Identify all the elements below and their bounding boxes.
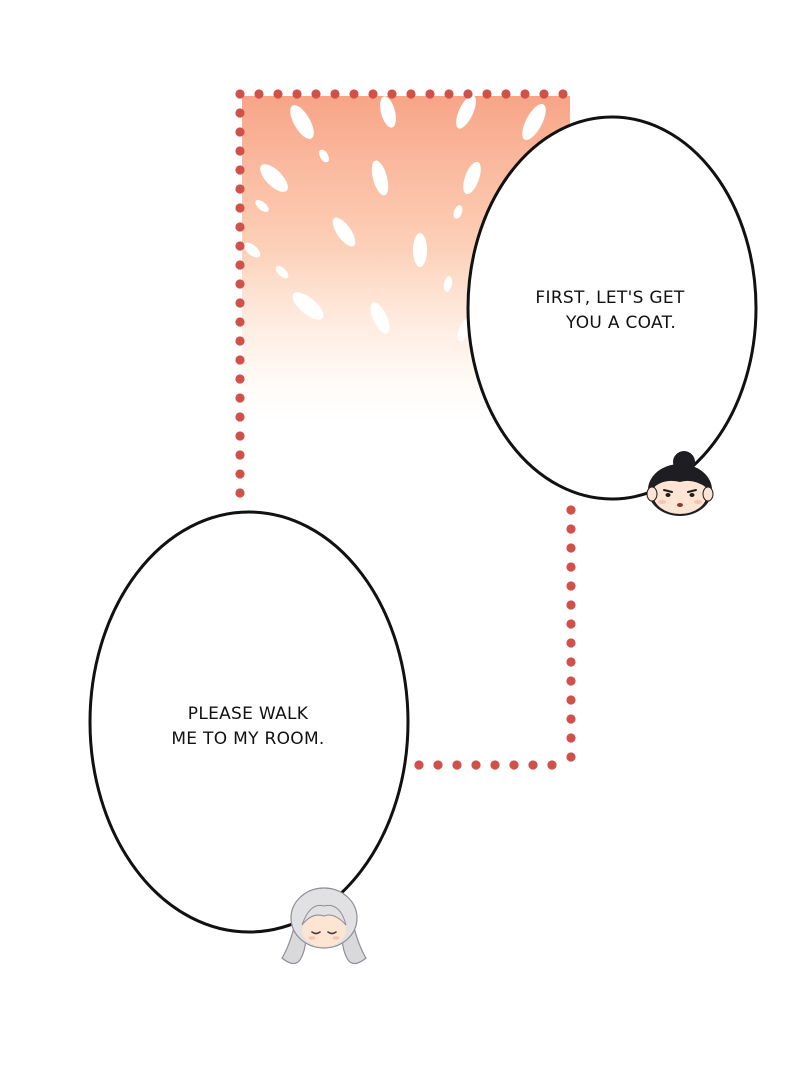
border-dot [330, 89, 340, 99]
border-dot [566, 562, 576, 572]
sparkle-streaks [243, 95, 546, 342]
speech-bubble-bottom-text: PLEASE WALK ME TO MY ROOM. [148, 702, 348, 752]
border-dot [520, 89, 530, 99]
border-dot [235, 108, 245, 118]
border-dot [235, 279, 245, 289]
dark-haired-character-face-icon [646, 451, 714, 516]
border-dot [235, 355, 245, 365]
border-dot [566, 638, 576, 648]
border-dot [452, 760, 462, 770]
speech-bubble-bottom [88, 510, 410, 934]
border-dot [566, 543, 576, 553]
border-dot [547, 760, 557, 770]
border-dot [425, 89, 435, 99]
border-dot [235, 203, 245, 213]
border-dot [235, 488, 245, 498]
border-dot [566, 657, 576, 667]
border-dot [566, 714, 576, 724]
border-dot [539, 89, 549, 99]
border-dot [273, 89, 283, 99]
border-dot [566, 505, 576, 515]
border-dot [482, 89, 492, 99]
silver-haired-character-face-icon [281, 887, 367, 965]
border-dot [490, 760, 500, 770]
border-dot [406, 89, 416, 99]
border-dot [292, 89, 302, 99]
speech-line: PLEASE WALK [187, 704, 309, 724]
speech-line: ME TO MY ROOM. [171, 729, 325, 749]
speech-bubble-top-text: FIRST, LET'S GET YOU A COAT. [500, 286, 720, 336]
border-dot [566, 619, 576, 629]
border-dot [235, 469, 245, 479]
border-dot [235, 260, 245, 270]
border-dot [444, 89, 454, 99]
border-dot [235, 336, 245, 346]
border-dot [509, 760, 519, 770]
speech-line: FIRST, LET'S GET [535, 288, 685, 308]
border-dot [501, 89, 511, 99]
border-dot [566, 676, 576, 686]
border-dot [235, 412, 245, 422]
border-dot [235, 165, 245, 175]
speech-bubble-top [466, 115, 758, 501]
border-dot [414, 760, 424, 770]
border-dot [558, 89, 568, 99]
dotted-panel-border [235, 89, 576, 770]
border-dot [235, 374, 245, 384]
border-dot [235, 450, 245, 460]
border-dot [349, 89, 359, 99]
border-dot [566, 752, 576, 762]
border-dot [235, 317, 245, 327]
border-dot [566, 524, 576, 534]
border-dot [235, 146, 245, 156]
border-dot [471, 760, 481, 770]
border-dot [566, 581, 576, 591]
border-dot [235, 393, 245, 403]
border-dot [235, 431, 245, 441]
border-dot [235, 222, 245, 232]
border-dot [566, 695, 576, 705]
border-dot [368, 89, 378, 99]
border-dot [387, 89, 397, 99]
speech-line: YOU A COAT. [565, 313, 677, 333]
border-dot [235, 89, 245, 99]
border-dot [433, 760, 443, 770]
border-dot [463, 89, 473, 99]
border-dot [235, 298, 245, 308]
border-dot [235, 184, 245, 194]
border-dot [254, 89, 264, 99]
border-dot [566, 733, 576, 743]
border-dot [528, 760, 538, 770]
border-dot [311, 89, 321, 99]
border-dot [235, 127, 245, 137]
border-dot [235, 241, 245, 251]
border-dot [566, 600, 576, 610]
